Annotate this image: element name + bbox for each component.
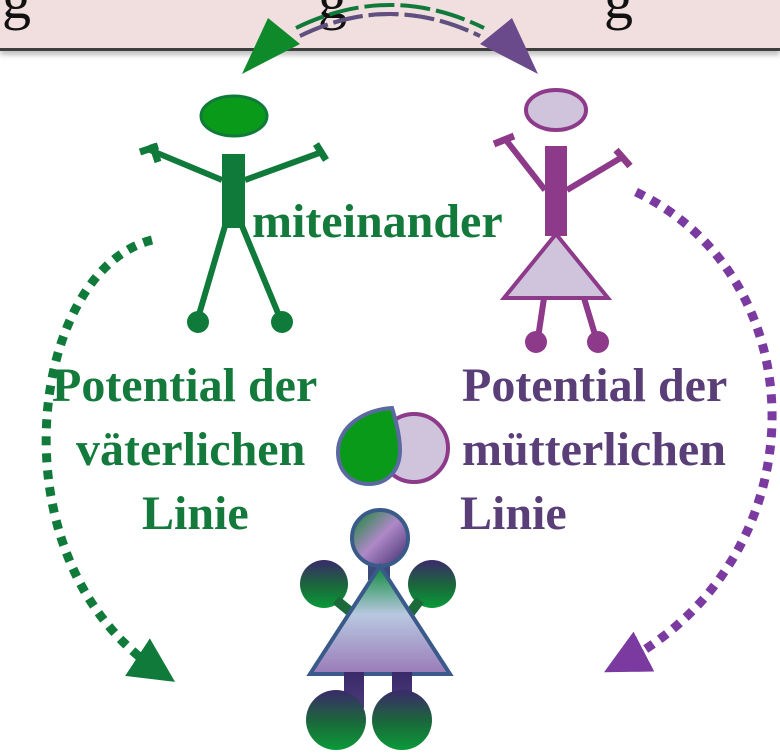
maternal-label-line1: Potential der xyxy=(462,359,728,412)
banner-fragment-left: g xyxy=(2,0,31,28)
center-label: miteinander xyxy=(252,195,503,248)
father-figure-icon xyxy=(138,94,329,333)
paternal-label-line2: väterlichen xyxy=(76,423,306,476)
banner-fragment-right: g xyxy=(604,0,633,28)
paternal-dotted-arrow xyxy=(41,235,176,682)
top-banner: g g g xyxy=(0,0,780,51)
mother-figure-icon xyxy=(492,88,633,353)
maternal-label-line2: mütterlichen xyxy=(462,423,726,476)
green-drop-icon xyxy=(335,405,403,487)
merge-symbol xyxy=(335,405,450,487)
top-mutual-arrow xyxy=(242,3,538,74)
paternal-label-line1: Potential der xyxy=(52,359,318,412)
paternal-label-line3: Linie xyxy=(142,487,249,540)
child-figure-icon xyxy=(300,508,456,750)
maternal-label-line3: Linie xyxy=(460,487,567,540)
